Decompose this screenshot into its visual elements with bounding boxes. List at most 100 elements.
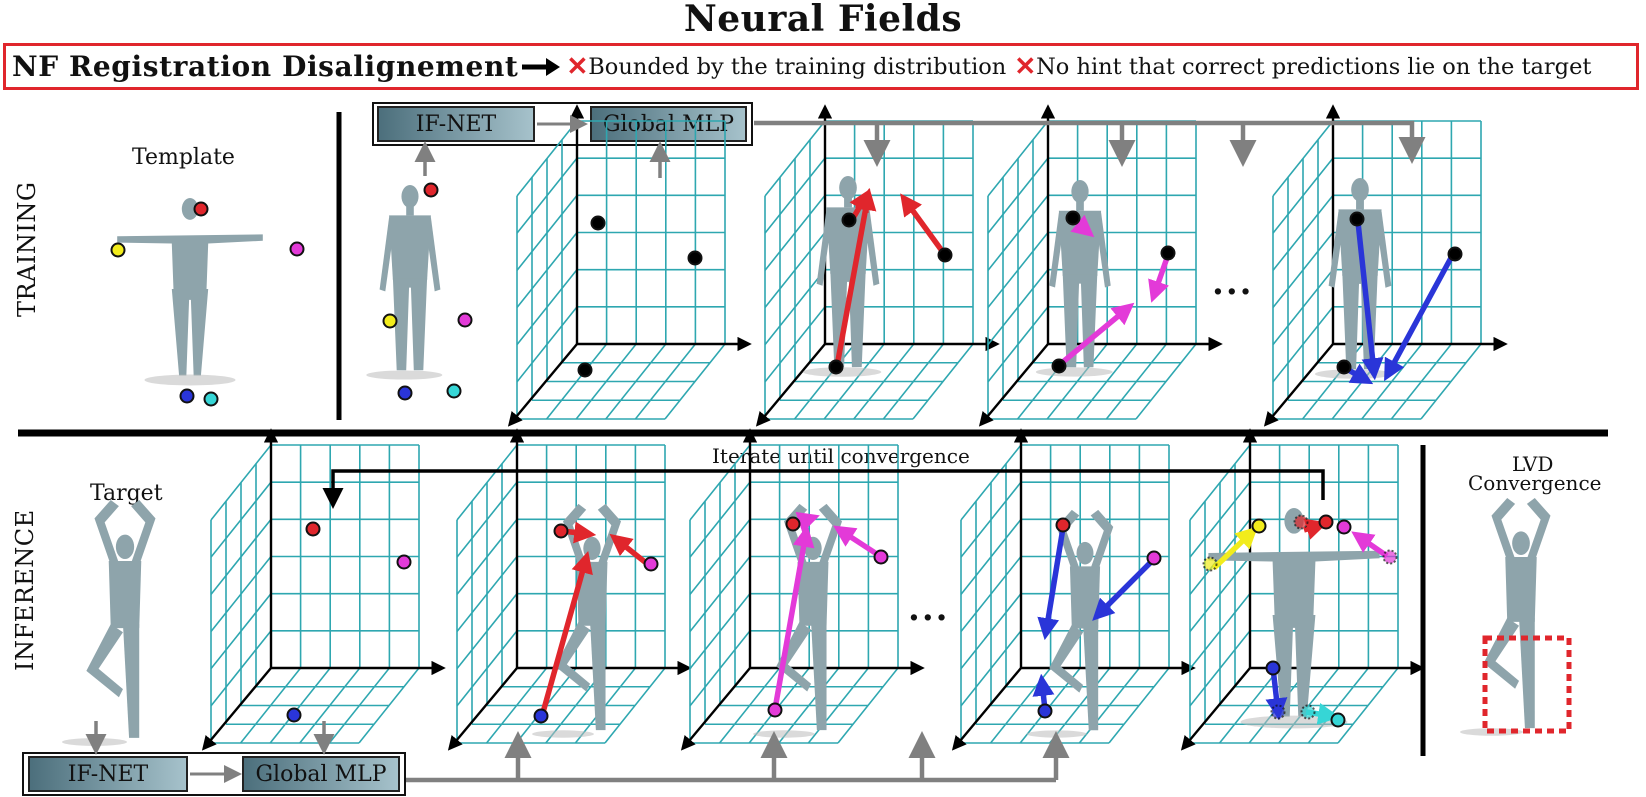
- keypoint-magenta: [643, 556, 659, 572]
- query-point: [1065, 210, 1081, 226]
- keypoint-blue: [533, 708, 549, 724]
- query-point: [937, 247, 953, 263]
- shadow: [1026, 730, 1087, 738]
- training-flow-line: [754, 120, 1426, 164]
- keypoint-blue: [1270, 704, 1286, 720]
- keypoint-magenta: [1382, 549, 1398, 565]
- blue-arrow: [1037, 527, 1066, 641]
- template-body: [117, 198, 263, 376]
- query-point: [1336, 359, 1352, 375]
- blue-arrow: [1384, 254, 1455, 382]
- shadow: [753, 730, 815, 738]
- keypoint-magenta: [873, 549, 889, 565]
- query-point: [687, 250, 703, 266]
- lvd-label: LVD: [1512, 452, 1554, 476]
- keypoint-blue: [397, 385, 413, 401]
- keypoint-red: [423, 182, 439, 198]
- training-body-4: [1328, 178, 1392, 370]
- template-label: Template: [132, 145, 235, 170]
- target-label: Target: [90, 481, 163, 506]
- query-point: [577, 362, 593, 378]
- training-ifnet-module: IF-NET: [377, 106, 535, 142]
- training-grid-4: [1263, 104, 1508, 427]
- keypoint-red: [1318, 514, 1334, 530]
- training-body-1: [379, 185, 441, 371]
- inference-grid-2: [447, 428, 692, 751]
- banner-heading: NF Registration Disalignement: [12, 50, 519, 83]
- training-global-mlp-module: Global MLP: [590, 106, 747, 142]
- magenta-arrow: [1070, 214, 1095, 238]
- keypoint-blue: [286, 707, 302, 723]
- keypoint-blue: [179, 388, 195, 404]
- query-point: [1160, 245, 1176, 261]
- banner-issue-2: No hint that correct predictions lie on …: [1036, 53, 1592, 80]
- training-grid-3: [978, 104, 1223, 427]
- keypoint-red: [785, 516, 801, 532]
- cross-icon: ✕: [566, 51, 589, 82]
- cross-icon: ✕: [1014, 51, 1037, 82]
- shadow: [144, 374, 236, 386]
- shadow: [366, 370, 443, 380]
- red-arrow: [834, 187, 877, 367]
- keypoint-cyan: [1300, 704, 1316, 720]
- highlight-frame: [1482, 635, 1572, 734]
- keypoint-yellow: [1202, 556, 1218, 572]
- keypoint-red: [1293, 514, 1309, 530]
- lvd-result-body: [1483, 497, 1551, 729]
- figure-title: Neural Fields: [683, 0, 963, 40]
- red-arrow: [900, 193, 948, 257]
- yellow-arrow: [1212, 526, 1258, 570]
- keypoint-yellow: [382, 313, 398, 329]
- inference-ellipsis: ...: [908, 589, 950, 629]
- banner-arrow-icon: [522, 57, 561, 76]
- keypoint-red: [553, 523, 569, 539]
- keypoint-red: [193, 201, 209, 217]
- magenta-arrow: [1148, 254, 1171, 303]
- shadow: [802, 367, 882, 377]
- iterate-loop-arrow: [322, 469, 1325, 509]
- query-point: [828, 359, 844, 375]
- keypoint-red: [305, 521, 321, 537]
- blue-arrow: [1355, 221, 1384, 381]
- query-point: [1349, 211, 1365, 227]
- banner-issue-1: Bounded by the training distribution: [588, 53, 1007, 80]
- keypoint-blue: [1037, 703, 1053, 719]
- target-body: [86, 500, 156, 738]
- keypoint-blue: [1265, 660, 1281, 676]
- keypoint-magenta: [767, 702, 783, 718]
- shadow: [532, 730, 594, 738]
- training-body-3: [1049, 180, 1111, 368]
- keypoint-yellow: [1251, 518, 1267, 534]
- keypoint-cyan: [1330, 712, 1346, 728]
- keypoint-magenta: [396, 554, 412, 570]
- query-point: [1051, 358, 1067, 374]
- iterate-label: Iterate until convergence: [712, 444, 970, 468]
- keypoint-red: [1055, 517, 1071, 533]
- inference-body-1: [555, 503, 621, 731]
- query-point: [590, 215, 606, 231]
- query-point: [1447, 246, 1463, 262]
- convergence-label: Convergence: [1468, 471, 1602, 495]
- red-arrow: [1303, 518, 1328, 540]
- query-point: [841, 212, 857, 228]
- blue-arrow: [1092, 558, 1155, 621]
- keypoint-cyan: [203, 391, 219, 407]
- training-grid-1: [507, 104, 752, 427]
- inference-ifnet-module: IF-NET: [28, 756, 188, 792]
- keypoint-magenta: [1336, 519, 1352, 535]
- magenta-arrow: [1351, 531, 1389, 559]
- keypoint-yellow: [110, 242, 126, 258]
- shadow: [1035, 367, 1113, 377]
- red-arrow: [539, 551, 593, 717]
- magenta-arrow: [1056, 302, 1135, 369]
- keypoint-cyan: [446, 383, 462, 399]
- magenta-arrow: [772, 524, 815, 710]
- keypoint-magenta: [457, 312, 473, 328]
- inference-grid-1: [201, 428, 446, 751]
- training-ellipsis: ...: [1212, 263, 1254, 303]
- disalignment-banner: NF Registration Disalignement ✕ Bounded …: [3, 43, 1639, 90]
- keypoint-magenta: [289, 241, 305, 257]
- inference-global-mlp-module: Global MLP: [242, 756, 400, 792]
- keypoint-magenta: [1146, 550, 1162, 566]
